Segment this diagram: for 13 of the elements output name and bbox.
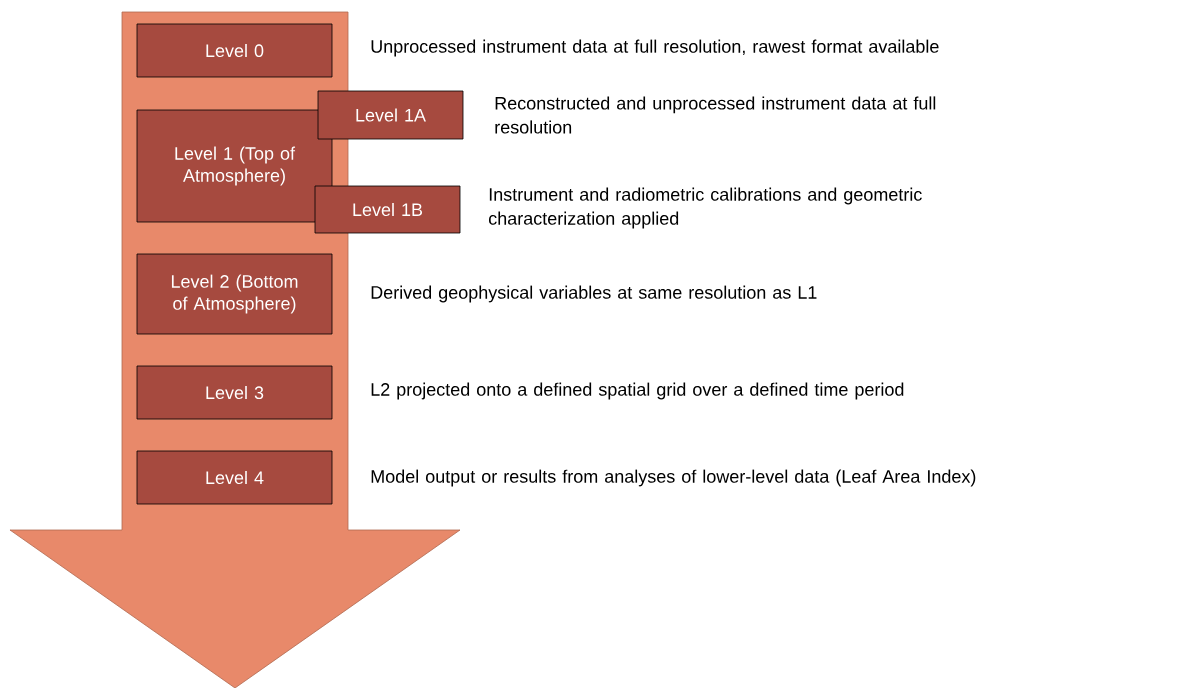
level-box: Level 2 (Bottom of Atmosphere) xyxy=(136,253,333,335)
level-box: Level 1B xyxy=(314,185,461,234)
level-box: Level 3 xyxy=(136,365,333,420)
description-text: Derived geophysical variables at same resolution as L1 xyxy=(371,285,817,303)
description-text: Instrument and radiometric calibrations and geometric characterization applied xyxy=(489,187,922,229)
level-box: Level 1 (Top of Atmosphere) xyxy=(136,109,333,223)
description-text: Model output or results from analyses of lower-level data (Leaf Area Index) xyxy=(371,469,976,487)
description-text: L2 projected onto a defined spatial grid over a defined time period xyxy=(371,382,904,400)
level-box: Level 1A xyxy=(317,90,464,140)
level-box: Level 0 xyxy=(136,23,333,78)
description-text: Unprocessed instrument data at full resolution, rawest format available xyxy=(371,39,939,57)
level-box: Level 4 xyxy=(136,450,333,505)
description-text: Reconstructed and unprocessed instrument data at full resolution xyxy=(495,96,936,134)
